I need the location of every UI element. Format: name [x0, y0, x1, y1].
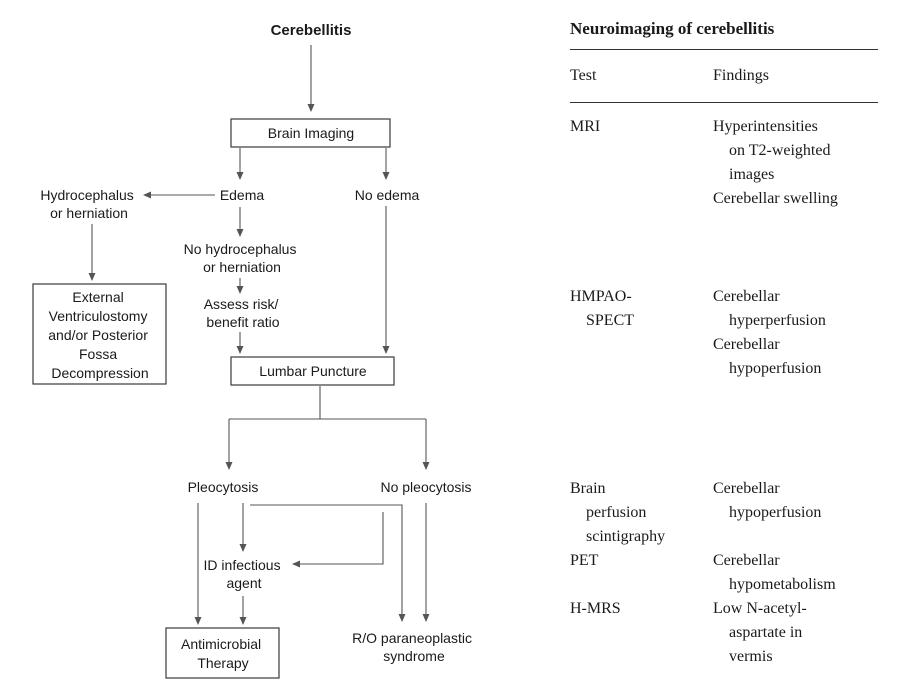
id-agent-line-1: ID infectious [204, 557, 281, 573]
table-row-findings-hmpao-spect: Cerebellar hyperperfusion Cerebellar hyp… [713, 285, 878, 381]
table-row-findings-h-mrs: Low N-acetyl- aspartate in vermis [713, 597, 878, 669]
table-row-findings-pet: Cerebellar hypometabolism [713, 549, 878, 597]
id-agent-line-2: agent [226, 575, 261, 591]
finding-line: Low N-acetyl- [713, 600, 807, 617]
ventriculostomy-line-3: and/or Posterior [48, 327, 148, 343]
arrow-no-pleocytosis-to-id-agent [292, 512, 384, 568]
test-cell: HMPAO- [570, 288, 632, 305]
finding-line: Cerebellar swelling [713, 190, 838, 207]
finding-line: Cerebellar [713, 552, 780, 569]
hydrocephalus-line-1: Hydrocephalus [40, 187, 133, 203]
no-hydrocephalus-line-1: No hydrocephalus [184, 241, 297, 257]
test-cell: SPECT [586, 312, 635, 329]
ventriculostomy-box [32, 283, 167, 385]
hydrocephalus-label: Hydrocephalus or herniation [40, 187, 137, 221]
test-cell: Brain [570, 480, 606, 497]
finding-line: Cerebellar [713, 336, 780, 353]
finding-line: hypoperfusion [729, 504, 822, 521]
antimicrobial-label: Antimicrobial Therapy [181, 636, 265, 671]
no-pleocytosis-label: No pleocytosis [380, 479, 471, 495]
arrow-pleocytosis-to-paraneoplastic [250, 504, 406, 622]
ventriculostomy-line-1: External [72, 289, 123, 305]
finding-line: images [729, 166, 775, 183]
finding-line: Cerebellar [713, 480, 780, 497]
table-row-test-pet: PET [570, 549, 710, 573]
test-cell: H-MRS [570, 600, 621, 617]
paraneoplastic-label: R/O paraneoplastic syndrome [352, 630, 476, 664]
assess-risk-line-2: benefit ratio [206, 314, 279, 330]
antimicrobial-line-1: Antimicrobial [181, 636, 261, 652]
table-title: Neuroimaging of cerebellitis [570, 14, 878, 50]
table-body: MRI Hyperintensities on T2-weighted imag… [570, 103, 878, 683]
finding-line: hypoperfusion [729, 360, 822, 377]
table-row-test-brain-perfusion: Brain perfusion scintigraphy [570, 477, 710, 549]
ventriculostomy-line-2: Ventriculostomy [49, 308, 148, 324]
pleocytosis-label: Pleocytosis [188, 479, 259, 495]
finding-line: Hyperintensities [713, 118, 818, 135]
test-cell: scintigraphy [586, 528, 666, 545]
brain-imaging-label: Brain Imaging [268, 125, 354, 141]
no-hydrocephalus-label: No hydrocephalus or herniation [184, 241, 301, 275]
id-agent-label: ID infectious agent [204, 557, 285, 591]
antimicrobial-box [165, 627, 280, 679]
test-cell: perfusion [586, 504, 647, 521]
table-header-row: Test Findings [570, 50, 878, 103]
flowchart-title: Cerebellitis [271, 22, 352, 39]
hydrocephalus-line-2: or herniation [50, 205, 128, 221]
assess-risk-line-1: Assess risk/ [204, 296, 279, 312]
column-header-findings: Findings [713, 67, 770, 84]
paraneoplastic-line-2: syndrome [383, 648, 445, 664]
antimicrobial-line-2: Therapy [197, 655, 248, 671]
paraneoplastic-line-1: R/O paraneoplastic [352, 630, 472, 646]
finding-line: hyperperfusion [729, 312, 826, 329]
table-row-findings-brain-perfusion: Cerebellar hypoperfusion [713, 477, 878, 525]
ventriculostomy-label: External Ventriculostomy and/or Posterio… [48, 289, 152, 381]
edema-label: Edema [220, 187, 265, 203]
table-row-findings-mri: Hyperintensities on T2-weighted images C… [713, 115, 878, 211]
table-row-test-h-mrs: H-MRS [570, 597, 710, 621]
assess-risk-label: Assess risk/ benefit ratio [204, 296, 283, 330]
finding-line: aspartate in [729, 624, 803, 641]
test-cell: MRI [570, 118, 601, 135]
no-hydrocephalus-line-2: or herniation [203, 259, 281, 275]
neuroimaging-table: Neuroimaging of cerebellitis Test Findin… [570, 14, 878, 683]
finding-line: hypometabolism [729, 576, 836, 593]
no-edema-label: No edema [355, 187, 420, 203]
lumbar-puncture-label: Lumbar Puncture [259, 363, 367, 379]
ventriculostomy-line-4: Fossa [79, 346, 117, 362]
finding-line: on T2-weighted [729, 142, 831, 159]
column-header-test: Test [570, 67, 597, 84]
finding-line: Cerebellar [713, 288, 780, 305]
lumbar-puncture-box [230, 356, 395, 386]
test-cell: PET [570, 552, 599, 569]
table-row-test-hmpao-spect: HMPAO- SPECT [570, 285, 710, 333]
brain-imaging-box [230, 118, 391, 148]
ventriculostomy-line-5: Decompression [51, 365, 148, 381]
table-row-test-mri: MRI [570, 115, 710, 139]
finding-line: vermis [729, 648, 773, 665]
